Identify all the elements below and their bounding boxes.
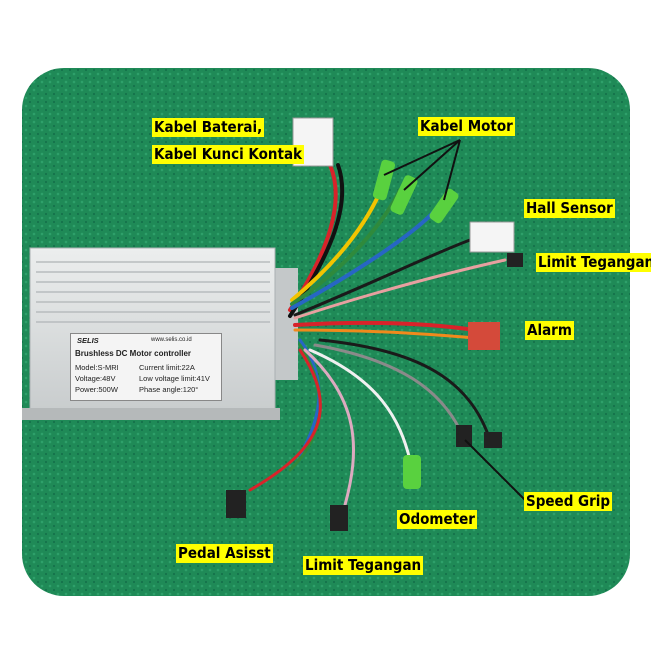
website-text: www.selis.co.id (151, 337, 192, 343)
brand-logo: SELIS (77, 336, 99, 345)
connector-alarm (468, 322, 500, 350)
controller-title: Brushless DC Motor controller (75, 349, 192, 358)
label-odometer: Odometer (397, 510, 477, 529)
label-speed-grip: Speed Grip (524, 492, 613, 511)
connector-limit-bottom (330, 505, 348, 531)
power-spec: Power:500W (75, 385, 118, 394)
model-spec: Model:S-MRI (75, 363, 119, 372)
green-mat (22, 68, 630, 596)
wire-bundle (248, 163, 507, 507)
voltage-spec: Voltage:48V (75, 374, 116, 383)
label-battery-line1: Kabel Baterai, (152, 118, 265, 137)
connector-limit-top (507, 253, 523, 267)
label-alarm: Alarm (525, 321, 574, 340)
label-motor: Kabel Motor (418, 117, 515, 136)
label-hall-sensor: Hall Sensor (524, 199, 615, 218)
low-voltage-spec: Low voltage limit:41V (139, 374, 210, 383)
connector-speed-grip (456, 425, 502, 448)
current-limit-spec: Current limit:22A (139, 363, 195, 372)
phase-angle-spec: Phase angle:120° (139, 385, 199, 394)
label-limit-top: Limit Tegangan (536, 253, 651, 272)
label-pedal-assist: Pedal Asisst (176, 544, 273, 563)
pointer-lines (383, 139, 526, 501)
controller-label-panel: SELIS www.selis.co.id Brushless DC Motor… (70, 333, 222, 401)
label-battery-line2: Kabel Kunci Kontak (152, 145, 305, 164)
connector-odometer (403, 455, 421, 489)
connector-hall (469, 221, 515, 253)
connector-pedal (226, 490, 246, 518)
label-limit-bottom: Limit Tegangan (303, 556, 424, 575)
